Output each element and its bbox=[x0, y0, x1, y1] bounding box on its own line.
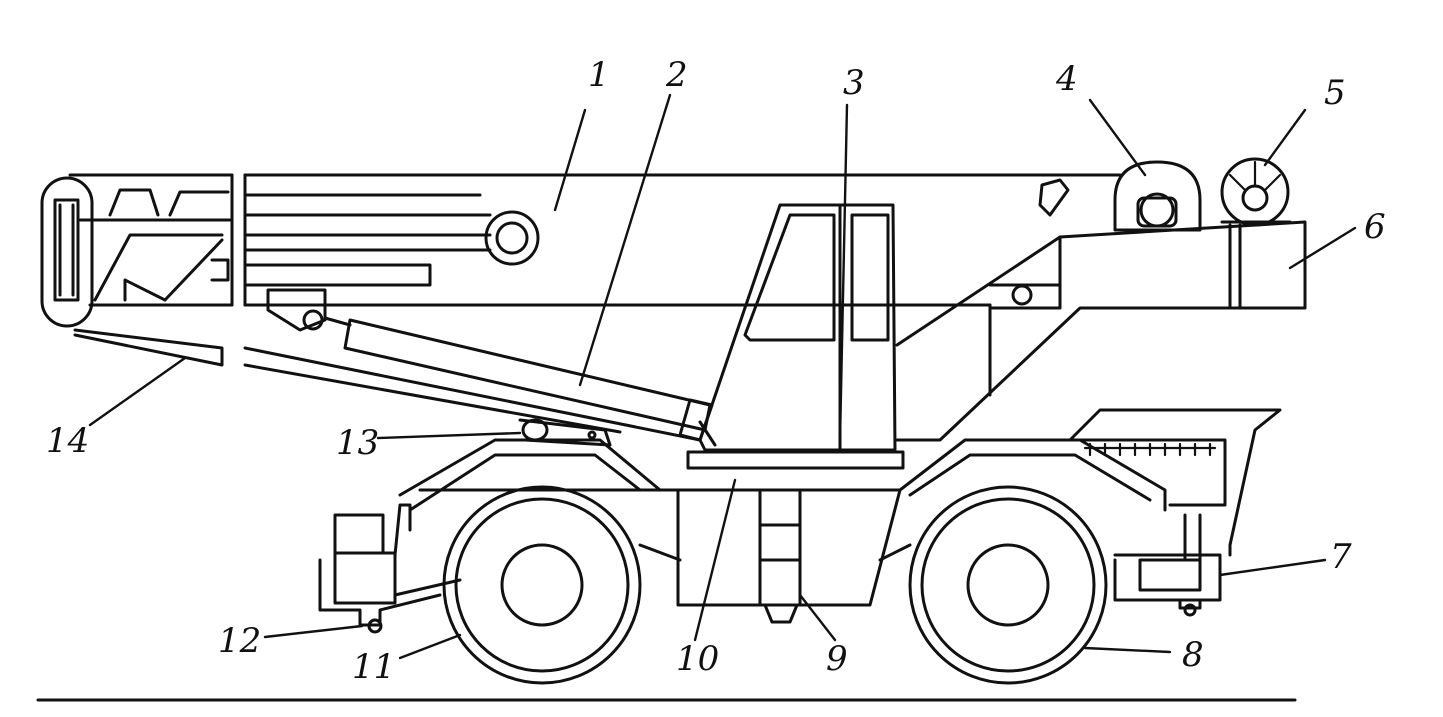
callout-line-1 bbox=[553, 108, 587, 212]
rear-wheel bbox=[908, 485, 1108, 685]
callout-label-11: 11 bbox=[352, 647, 396, 687]
callout-line-8 bbox=[1083, 646, 1172, 654]
callout-line-5 bbox=[1263, 108, 1307, 167]
callout-label-14: 14 bbox=[46, 421, 90, 461]
lift-cylinder bbox=[323, 316, 714, 442]
winch-drum-main bbox=[1113, 160, 1202, 232]
front-wheel bbox=[442, 485, 642, 685]
callout-label-2: 2 bbox=[666, 55, 688, 95]
callout-line-3 bbox=[838, 103, 849, 442]
callout-label-9: 9 bbox=[826, 639, 848, 679]
callout-line-4 bbox=[1088, 98, 1147, 177]
callout-line-9 bbox=[798, 593, 837, 642]
callout-line-6 bbox=[1288, 226, 1357, 270]
callout-label-3: 3 bbox=[843, 63, 865, 103]
turntable-frame bbox=[895, 178, 1307, 442]
operator-cab bbox=[686, 203, 905, 470]
callout-line-14 bbox=[88, 356, 187, 427]
callout-label-6: 6 bbox=[1364, 207, 1386, 247]
callout-label-12: 12 bbox=[218, 621, 262, 661]
callout-label-13: 13 bbox=[336, 423, 380, 463]
winch-drum-aux bbox=[1220, 157, 1292, 227]
callout-line-12 bbox=[263, 624, 364, 639]
callout-label-1: 1 bbox=[588, 55, 610, 95]
callout-line-10 bbox=[693, 478, 737, 642]
callout-line-2 bbox=[578, 93, 672, 387]
boom bbox=[40, 173, 1122, 442]
callout-line-7 bbox=[1218, 558, 1327, 577]
callout-label-8: 8 bbox=[1182, 635, 1204, 675]
callout-label-7: 7 bbox=[1330, 537, 1352, 577]
callout-label-10: 10 bbox=[676, 639, 720, 679]
callout-line-13 bbox=[376, 431, 522, 440]
callout-label-5: 5 bbox=[1324, 73, 1346, 113]
callout-lines bbox=[88, 93, 1357, 660]
chassis bbox=[318, 408, 1282, 634]
callout-line-11 bbox=[398, 633, 462, 660]
callout-label-4: 4 bbox=[1056, 59, 1078, 99]
